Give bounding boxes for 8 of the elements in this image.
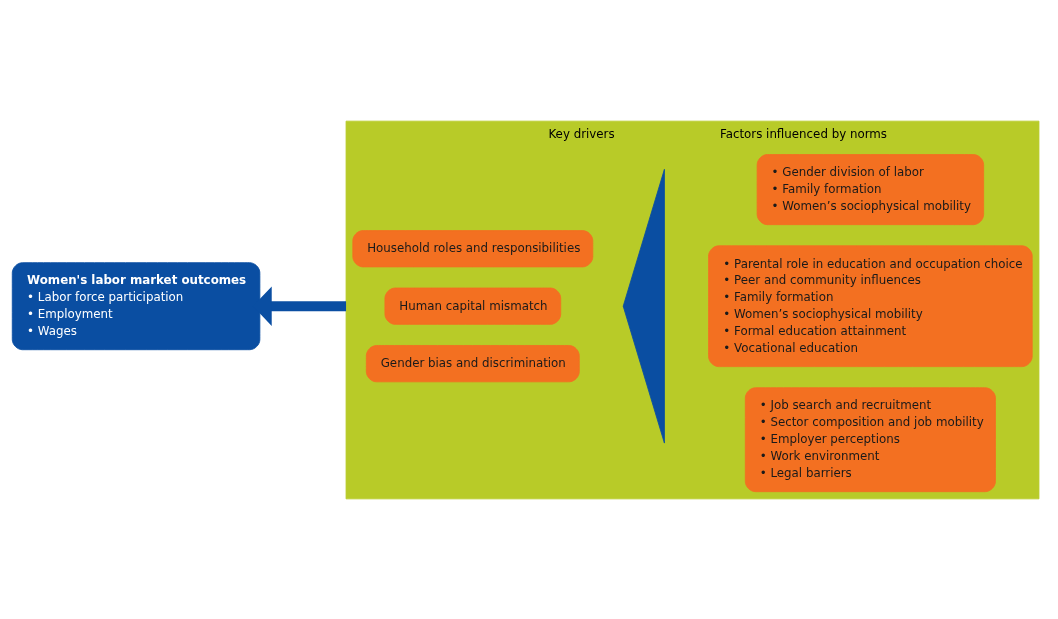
node-box: Household roles and responsibilities (352, 229, 594, 267)
node-box: Gender bias and discrimination (365, 344, 580, 382)
node-box: Women's labor market outcomes • Labor force participation • Employment • Wages (11, 261, 261, 350)
node-box: • Job search and recruitment • Sector composition and job mobility • Employer perceptions • Work environment • Legal barriers (744, 386, 996, 492)
node-triangle (622, 168, 665, 443)
node-box: Human capital mismatch (384, 287, 562, 325)
node-box: • Parental role in education and occupation choice • Peer and community influences • Family formation • Women’s sociophysical mobility • Formal education attainment • Vocational education (708, 244, 1033, 367)
node-box: • Gender division of labor • Family formation • Women’s sociophysical mobility (756, 153, 985, 225)
